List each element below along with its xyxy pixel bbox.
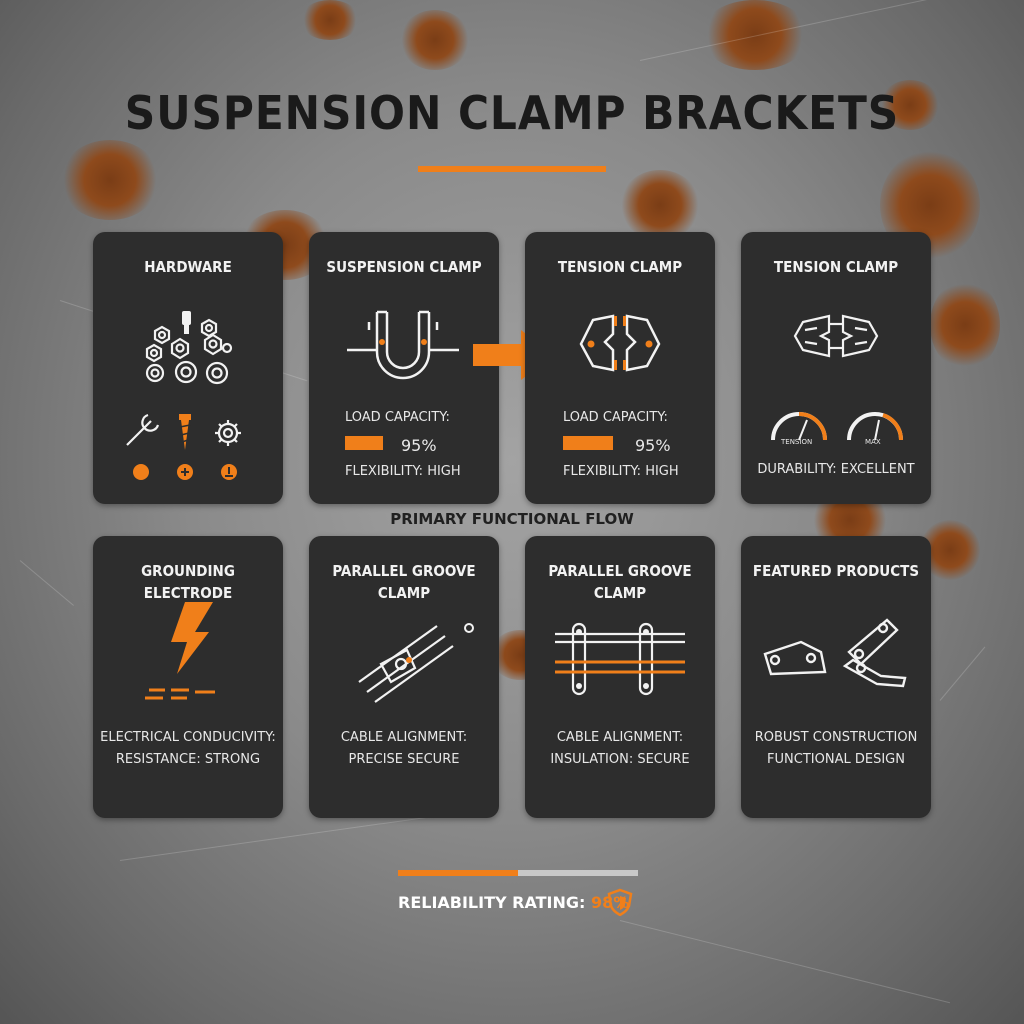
title-underline — [418, 166, 606, 172]
flexibility-key: FLEXIBILITY: — [345, 464, 424, 479]
reliability-rating: RELIABILITY RATING: 98% — [398, 893, 629, 912]
cable-clamp-icon — [555, 622, 685, 696]
card-tension-clamp: TENSION CLAMP LOAD CAPACITY: 95% FLEXIBI… — [525, 232, 715, 504]
card-tension-clamp-detail: TENSION CLAMP TENSION MAX DURABILITY: EX… — [741, 232, 931, 504]
card-title: TENSION CLAMP — [557, 258, 683, 276]
max-gauge-icon — [847, 412, 904, 441]
card-line-2: PRECISE SECURE — [348, 752, 460, 767]
load-capacity-value: 95% — [635, 436, 671, 455]
load-capacity-label: LOAD CAPACITY: — [563, 410, 668, 425]
card-line-2: RESISTANCE: STRONG — [115, 752, 261, 767]
card-parallel-groove-clamp: PARALLEL GROOVE CLAMP CABLE ALIGNMENT: P… — [309, 536, 499, 818]
reliability-label: RELIABILITY RATING: — [398, 893, 586, 912]
reliability-bar-fill — [398, 870, 518, 876]
reliability-bar — [398, 870, 638, 876]
load-capacity-value: 95% — [401, 436, 437, 455]
shield-icon — [607, 888, 633, 916]
card-hardware: HARDWARE — [93, 232, 283, 504]
flexibility-value: HIGH — [645, 464, 679, 479]
tension-gauge-label: TENSION — [781, 438, 813, 446]
card-title: HARDWARE — [144, 258, 232, 276]
card-title: GROUNDING ELECTRODE — [141, 562, 235, 602]
flexibility-key: FLEXIBILITY: — [563, 464, 642, 479]
hardware-icons — [126, 311, 241, 480]
card-line-1: CABLE ALIGNMENT: — [556, 730, 684, 745]
card-title: SUSPENSION CLAMP — [326, 258, 482, 276]
tension-clamp-detail-icon — [793, 314, 879, 358]
card-title: TENSION CLAMP — [773, 258, 899, 276]
load-capacity-label: LOAD CAPACITY: — [345, 410, 450, 425]
flexibility-label: FLEXIBILITY: HIGH — [563, 464, 679, 479]
tension-clamp-icon — [579, 314, 661, 372]
load-capacity-bar — [563, 436, 613, 450]
tension-gauge-icon — [771, 412, 827, 441]
card-grounding-electrode: GROUNDING ELECTRODE ELECTRICAL CONDUCIVI… — [93, 536, 283, 818]
card-line-1: ROBUST CONSTRUCTION — [754, 730, 918, 745]
card-title: PARALLEL GROOVE CLAMP — [332, 562, 476, 602]
card-title: FEATURED PRODUCTS — [752, 562, 920, 580]
card-parallel-groove-clamp-cable: PARALLEL GROOVE CLAMP CABLE ALIGNMENT: I… — [525, 536, 715, 818]
card-suspension-clamp: SUSPENSION CLAMP LOAD CAPACITY: 95% FLEX… — [309, 232, 499, 504]
flexibility-value: HIGH — [427, 464, 461, 479]
suspension-clamp-icon — [347, 310, 459, 380]
flow-label: PRIMARY FUNCTIONAL FLOW — [390, 510, 634, 528]
flexibility-label: FLEXIBILITY: HIGH — [345, 464, 461, 479]
card-line-1: CABLE ALIGNMENT: — [340, 730, 468, 745]
lightning-bolt-icon — [145, 602, 215, 700]
bracket-products-icon — [763, 618, 907, 688]
card-line-2: FUNCTIONAL DESIGN — [767, 752, 905, 767]
card-line-1: ELECTRICAL CONDUCIVITY: — [100, 730, 276, 745]
durability-text: DURABILITY: EXCELLENT — [757, 462, 915, 477]
load-capacity-bar — [345, 436, 383, 450]
page-title: SUSPENSION CLAMP BRACKETS — [124, 86, 900, 140]
card-title: PARALLEL GROOVE CLAMP — [548, 562, 692, 602]
card-line-2: INSULATION: SECURE — [550, 752, 690, 767]
max-gauge-label: MAX — [865, 438, 881, 446]
card-featured-products: FEATURED PRODUCTS ROBUST CONSTRUCTION FU… — [741, 536, 931, 818]
groove-clamp-icon — [358, 623, 474, 703]
